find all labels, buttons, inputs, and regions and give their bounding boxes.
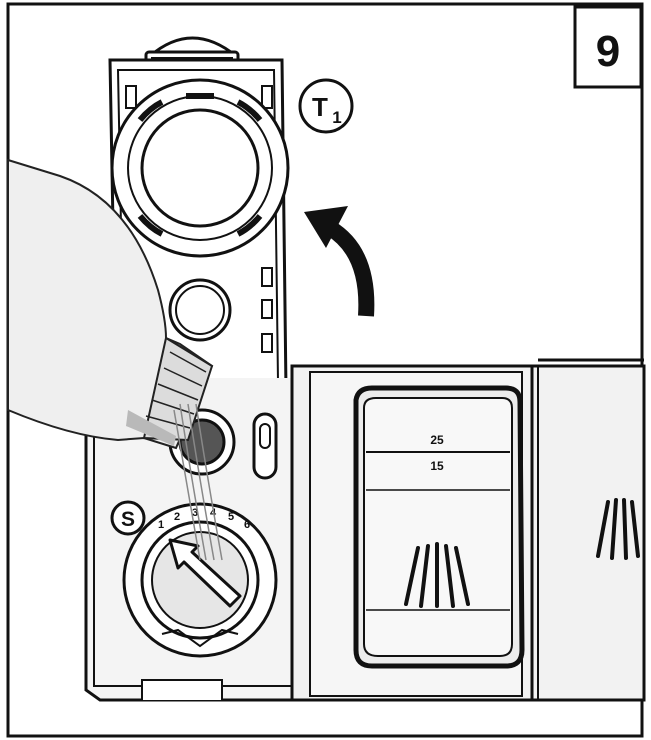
- rinse-aid-stream: [173, 403, 223, 561]
- dial-pointer-arrow-icon: [168, 538, 242, 608]
- selector-callout-label: S: [121, 508, 135, 531]
- fill-mark-upper: 25: [430, 433, 444, 447]
- dial-setting-5: 5: [228, 511, 234, 523]
- step-number: 9: [596, 27, 620, 76]
- open-direction-arrow-icon: [304, 206, 375, 317]
- dial-setting-1: 1: [158, 519, 164, 531]
- level-slot: [252, 412, 278, 480]
- selector-callout: S: [110, 500, 146, 536]
- fill-mark-lower: 15: [430, 459, 444, 473]
- rinse-aid-lid: [108, 36, 290, 392]
- lid-callout-subscript: 1: [332, 108, 341, 127]
- rinse-aid-bottle: [7, 158, 214, 450]
- step-number-box: 9: [573, 5, 643, 89]
- dosage-selector-dial[interactable]: [122, 502, 278, 658]
- dial-setting-3: 3: [192, 507, 198, 519]
- spray-lines-side-icon: [596, 498, 640, 560]
- lid-callout-label: T: [312, 92, 328, 122]
- spray-lines-icon: [404, 542, 470, 608]
- dial-setting-2: 2: [174, 511, 180, 523]
- lid-callout: T 1: [298, 78, 354, 134]
- dial-setting-6: 6: [244, 519, 250, 531]
- level-indicator-window: [353, 385, 525, 669]
